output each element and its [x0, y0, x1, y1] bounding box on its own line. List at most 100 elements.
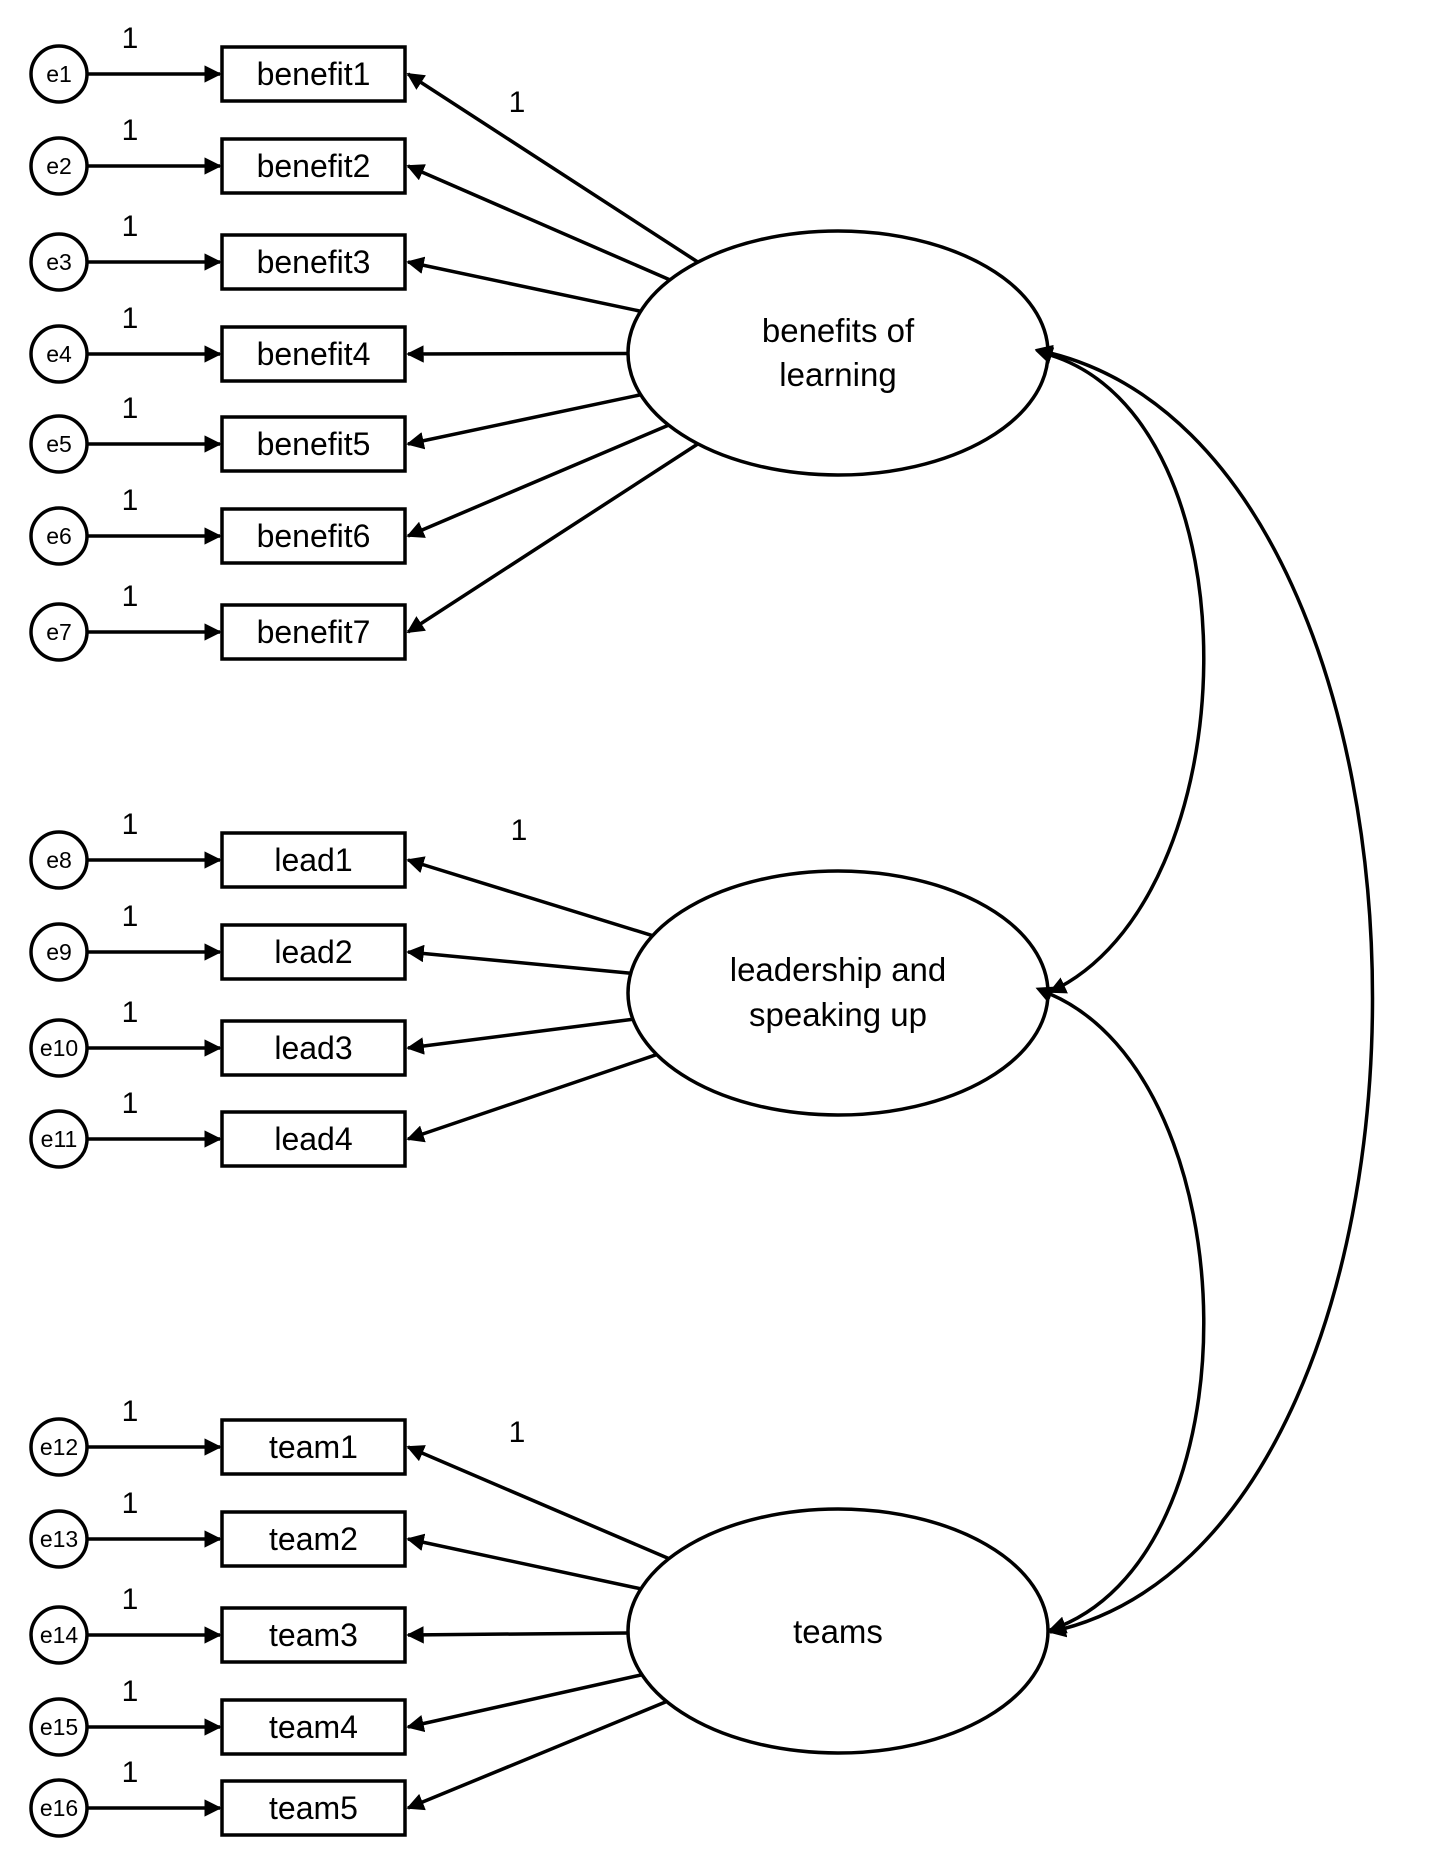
error-weight-label: 1: [122, 1487, 139, 1520]
indicator-box: [220, 45, 407, 103]
error-label: e12: [40, 1434, 78, 1460]
error-label: e15: [40, 1714, 78, 1740]
error-label: e3: [46, 249, 72, 275]
indicator-benefit5: benefit5: [220, 415, 407, 473]
indicator-team1: team1: [220, 1418, 407, 1476]
error-label: e4: [46, 341, 72, 367]
indicator-lead2: lead2: [220, 923, 407, 981]
latent-label-line1: benefits of: [762, 312, 915, 349]
error-term-e7: e71: [29, 580, 222, 662]
latent-benefits-of-learning: benefits of learning: [626, 229, 1050, 477]
loading-path-benefit1: [406, 72, 699, 264]
error-label: e14: [40, 1622, 79, 1648]
indicator-box: [220, 923, 407, 981]
error-terms: e11e21e31e41e51e61e71e81e91e101e111e121e…: [29, 22, 222, 1838]
covariance-benefit-team: [1034, 344, 1375, 1638]
indicator-box: [220, 233, 407, 291]
indicator-box: [220, 1779, 407, 1837]
error-label: e1: [46, 61, 72, 87]
fixed-loading-label: 1: [509, 1416, 526, 1449]
error-weight-label: 1: [122, 392, 139, 425]
loading-path-team3: [406, 1626, 629, 1644]
error-term-e13: e13 1: [29, 1487, 222, 1569]
indicator-lead4: lead4: [220, 1110, 407, 1168]
indicator-label: lead3: [274, 1030, 352, 1066]
error-weight-label: 1: [122, 1395, 139, 1428]
error-weight-label: 1: [122, 210, 139, 243]
error-label: e5: [46, 431, 72, 457]
latent-label-line1: teams: [793, 1613, 883, 1650]
indicator-label: lead2: [274, 934, 352, 970]
error-term-e2: e21: [29, 114, 222, 196]
indicator-box: [220, 831, 407, 889]
loading-path-team2: [406, 1533, 642, 1591]
indicator-box: [220, 137, 407, 195]
indicator-label: team5: [269, 1790, 358, 1826]
indicator-team5: team5: [220, 1779, 407, 1837]
error-weight-label: 1: [122, 808, 139, 841]
error-weight-label: 1: [122, 1756, 139, 1789]
indicator-label: benefit6: [257, 518, 371, 554]
error-label: e10: [40, 1035, 78, 1061]
loading-path-lead4: [406, 1052, 658, 1143]
indicator-box: [220, 1418, 407, 1476]
loading-path-lead2: [406, 944, 631, 975]
error-term-e5: e5 1: [29, 392, 222, 474]
latent-label-line2: speaking up: [749, 996, 927, 1033]
indicator-label: team4: [269, 1709, 358, 1745]
error-term-e15: e15 1: [29, 1675, 222, 1757]
error-label: e6: [46, 523, 72, 549]
error-weight-label: 1: [122, 580, 139, 613]
error-weight-label: 1: [122, 1087, 139, 1120]
indicator-label: lead4: [274, 1121, 352, 1157]
error-term-e16: e16 1: [29, 1756, 222, 1838]
indicator-label: team2: [269, 1521, 358, 1557]
fixed-loading-label: 1: [511, 814, 528, 847]
indicator-box: [220, 1698, 407, 1756]
indicator-team3: team3: [220, 1606, 407, 1664]
loading-path-team1: [406, 1445, 670, 1561]
indicator-box: [220, 1110, 407, 1168]
error-weight-label: 1: [122, 1583, 139, 1616]
error-term-e14: e14 1: [29, 1583, 222, 1665]
loading-path-benefit5: [406, 393, 642, 450]
latent-leadership-and-speaking-up: leadership and speaking up: [626, 869, 1050, 1117]
indicator-box: [220, 415, 407, 473]
indicator-team2: team2: [220, 1510, 407, 1568]
latent-teams: teams: [626, 1507, 1050, 1755]
loading-path-benefit3: [406, 256, 642, 313]
loading-path-lead3: [406, 1017, 634, 1055]
error-label: e13: [40, 1526, 78, 1552]
indicator-label: benefit2: [257, 148, 371, 184]
covariance-lead-team: [1035, 986, 1206, 1634]
indicator-label: benefit7: [257, 614, 371, 650]
latent-label-line1: leadership and: [730, 951, 947, 988]
error-label: e16: [40, 1795, 78, 1821]
indicator-label: lead1: [274, 842, 352, 878]
latent-ellipse: [626, 869, 1050, 1117]
error-label: e11: [41, 1126, 78, 1152]
indicator-label: team3: [269, 1617, 358, 1653]
loading-path-team4: [406, 1673, 643, 1733]
indicator-box: [220, 603, 407, 661]
latent-label-line2: learning: [779, 356, 896, 393]
indicator-benefit3: benefit3: [220, 233, 407, 291]
error-term-e11: e11 1: [29, 1087, 222, 1169]
loading-path-team5: [406, 1699, 668, 1811]
indicator-benefit2: benefit2: [220, 137, 407, 195]
error-label: e9: [46, 939, 72, 965]
indicator-box: [220, 325, 407, 383]
indicator-benefit4: benefit4: [220, 325, 407, 383]
indicator-team4: team4: [220, 1698, 407, 1756]
indicator-label: benefit5: [257, 426, 371, 462]
loading-path-benefit6: [406, 423, 670, 538]
loading-path-benefit7: [406, 442, 699, 634]
error-weight-label: 1: [122, 1675, 139, 1708]
factor-loadings: [406, 72, 699, 1811]
error-term-e1: e11: [29, 22, 222, 104]
error-weight-label: 1: [122, 114, 139, 147]
error-weight-label: 1: [122, 900, 139, 933]
indicator-label: benefit1: [257, 56, 371, 92]
